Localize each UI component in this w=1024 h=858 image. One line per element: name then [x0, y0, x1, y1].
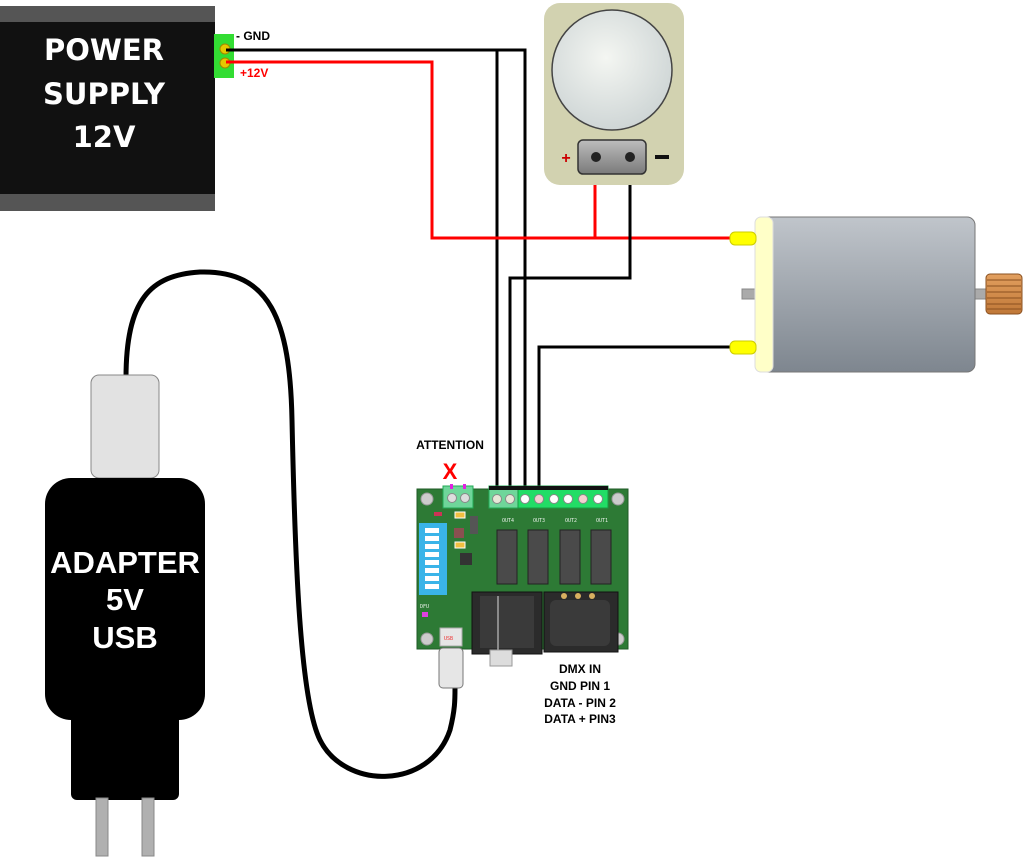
out3-label: OUT3 — [533, 518, 545, 524]
sensor-plus-terminal — [591, 152, 601, 162]
relay-out3 — [527, 529, 549, 585]
attention-x-mark: X — [443, 459, 458, 484]
out1-label: OUT1 — [596, 518, 608, 524]
vplus-label: +12V — [240, 66, 268, 80]
sensor-minus-label — [655, 155, 669, 159]
output-terminal-strip — [488, 485, 609, 509]
dfu-button — [422, 612, 428, 617]
psu-terminal-block — [214, 34, 234, 78]
dmx-note-line-3: DATA - PIN 2 — [544, 696, 616, 710]
inductor — [454, 528, 464, 538]
wire-sensor-minus-to-board — [508, 158, 632, 488]
motor-gear — [985, 273, 1023, 315]
sensor-terminal-plate — [577, 139, 647, 175]
xlr-connector-out — [471, 591, 543, 667]
wire-gnd-to-board — [226, 48, 527, 488]
terminal-p3-2 — [505, 494, 515, 504]
motor-body — [754, 216, 976, 373]
usb-cable-plug — [438, 647, 464, 689]
wire-12v-to-motor — [226, 60, 750, 240]
terminal-out-7 — [578, 494, 588, 504]
adapter-body — [45, 478, 205, 720]
relay-out4 — [496, 529, 518, 585]
adapter-prong-left — [95, 797, 109, 857]
board-usb-port — [439, 627, 463, 647]
dip-switch — [419, 523, 447, 595]
attention-label: ATTENTION — [416, 438, 484, 452]
terminal-out-5 — [549, 494, 559, 504]
terminal-p3-1 — [492, 494, 502, 504]
mount-hole-tr — [611, 492, 625, 506]
adapter-prong-right — [141, 797, 155, 857]
xlr-connector-in — [543, 591, 619, 653]
usb-adapter: ADAPTER 5V USB — [45, 374, 205, 857]
terminal-out-4 — [534, 494, 544, 504]
mount-hole-tl — [420, 492, 434, 506]
motor-end-cap — [754, 216, 774, 373]
dmx-pinout-note: DMX IN GND PIN 1 DATA - PIN 2 DATA + PIN… — [544, 662, 616, 726]
adapter-label-line-3: USB — [92, 620, 157, 655]
dc-motor — [729, 216, 1023, 373]
out2-label: OUT2 — [565, 518, 577, 524]
psu-label-line-2: SUPPLY — [43, 77, 166, 111]
psu-label-line-3: 12V — [73, 120, 136, 154]
power-supply: POWER SUPPLY 12V - GND +12V — [0, 6, 270, 211]
sensor-minus-terminal — [625, 152, 635, 162]
power-led — [434, 512, 442, 516]
motor-tab-minus — [729, 340, 757, 355]
terminal-out-6 — [563, 494, 573, 504]
wire-motor-to-board — [537, 345, 750, 488]
gnd-label: - GND — [236, 29, 270, 43]
dmx-note-line-2: GND PIN 1 — [550, 679, 610, 693]
smd-array — [470, 516, 478, 534]
motion-sensor: + — [544, 3, 684, 185]
terminal-out-8 — [593, 494, 603, 504]
dmx-relay-board: ATTENTION X — [416, 438, 629, 689]
adapter-label-line-1: ADAPTER — [50, 545, 200, 580]
usb-port-label: USB — [444, 636, 453, 642]
usb-cable — [123, 269, 458, 779]
relays — [496, 529, 612, 585]
regulator-ic — [460, 553, 472, 565]
psu-label-line-1: POWER — [44, 33, 164, 67]
dmx-note-line-4: DATA + PIN3 — [544, 712, 616, 726]
dfu-label: DFU — [420, 604, 429, 610]
adapter-usb-plug — [90, 374, 160, 479]
sensor-dome — [551, 9, 673, 131]
adapter-label-line-2: 5V — [106, 582, 144, 617]
motor-tab-plus — [729, 231, 757, 246]
sensor-plus-label: + — [561, 150, 570, 167]
dmx-note-line-1: DMX IN — [559, 662, 601, 676]
smd-component — [454, 541, 466, 549]
adapter-base — [71, 700, 179, 800]
out4-label: OUT4 — [502, 518, 514, 524]
terminal-out-3 — [520, 494, 530, 504]
relay-out1 — [590, 529, 612, 585]
wires — [123, 48, 750, 779]
psu-face — [0, 22, 215, 194]
relay-out2 — [559, 529, 581, 585]
connector-p4 — [442, 484, 474, 509]
mount-hole-bl — [420, 632, 434, 646]
smd-component — [454, 511, 466, 519]
